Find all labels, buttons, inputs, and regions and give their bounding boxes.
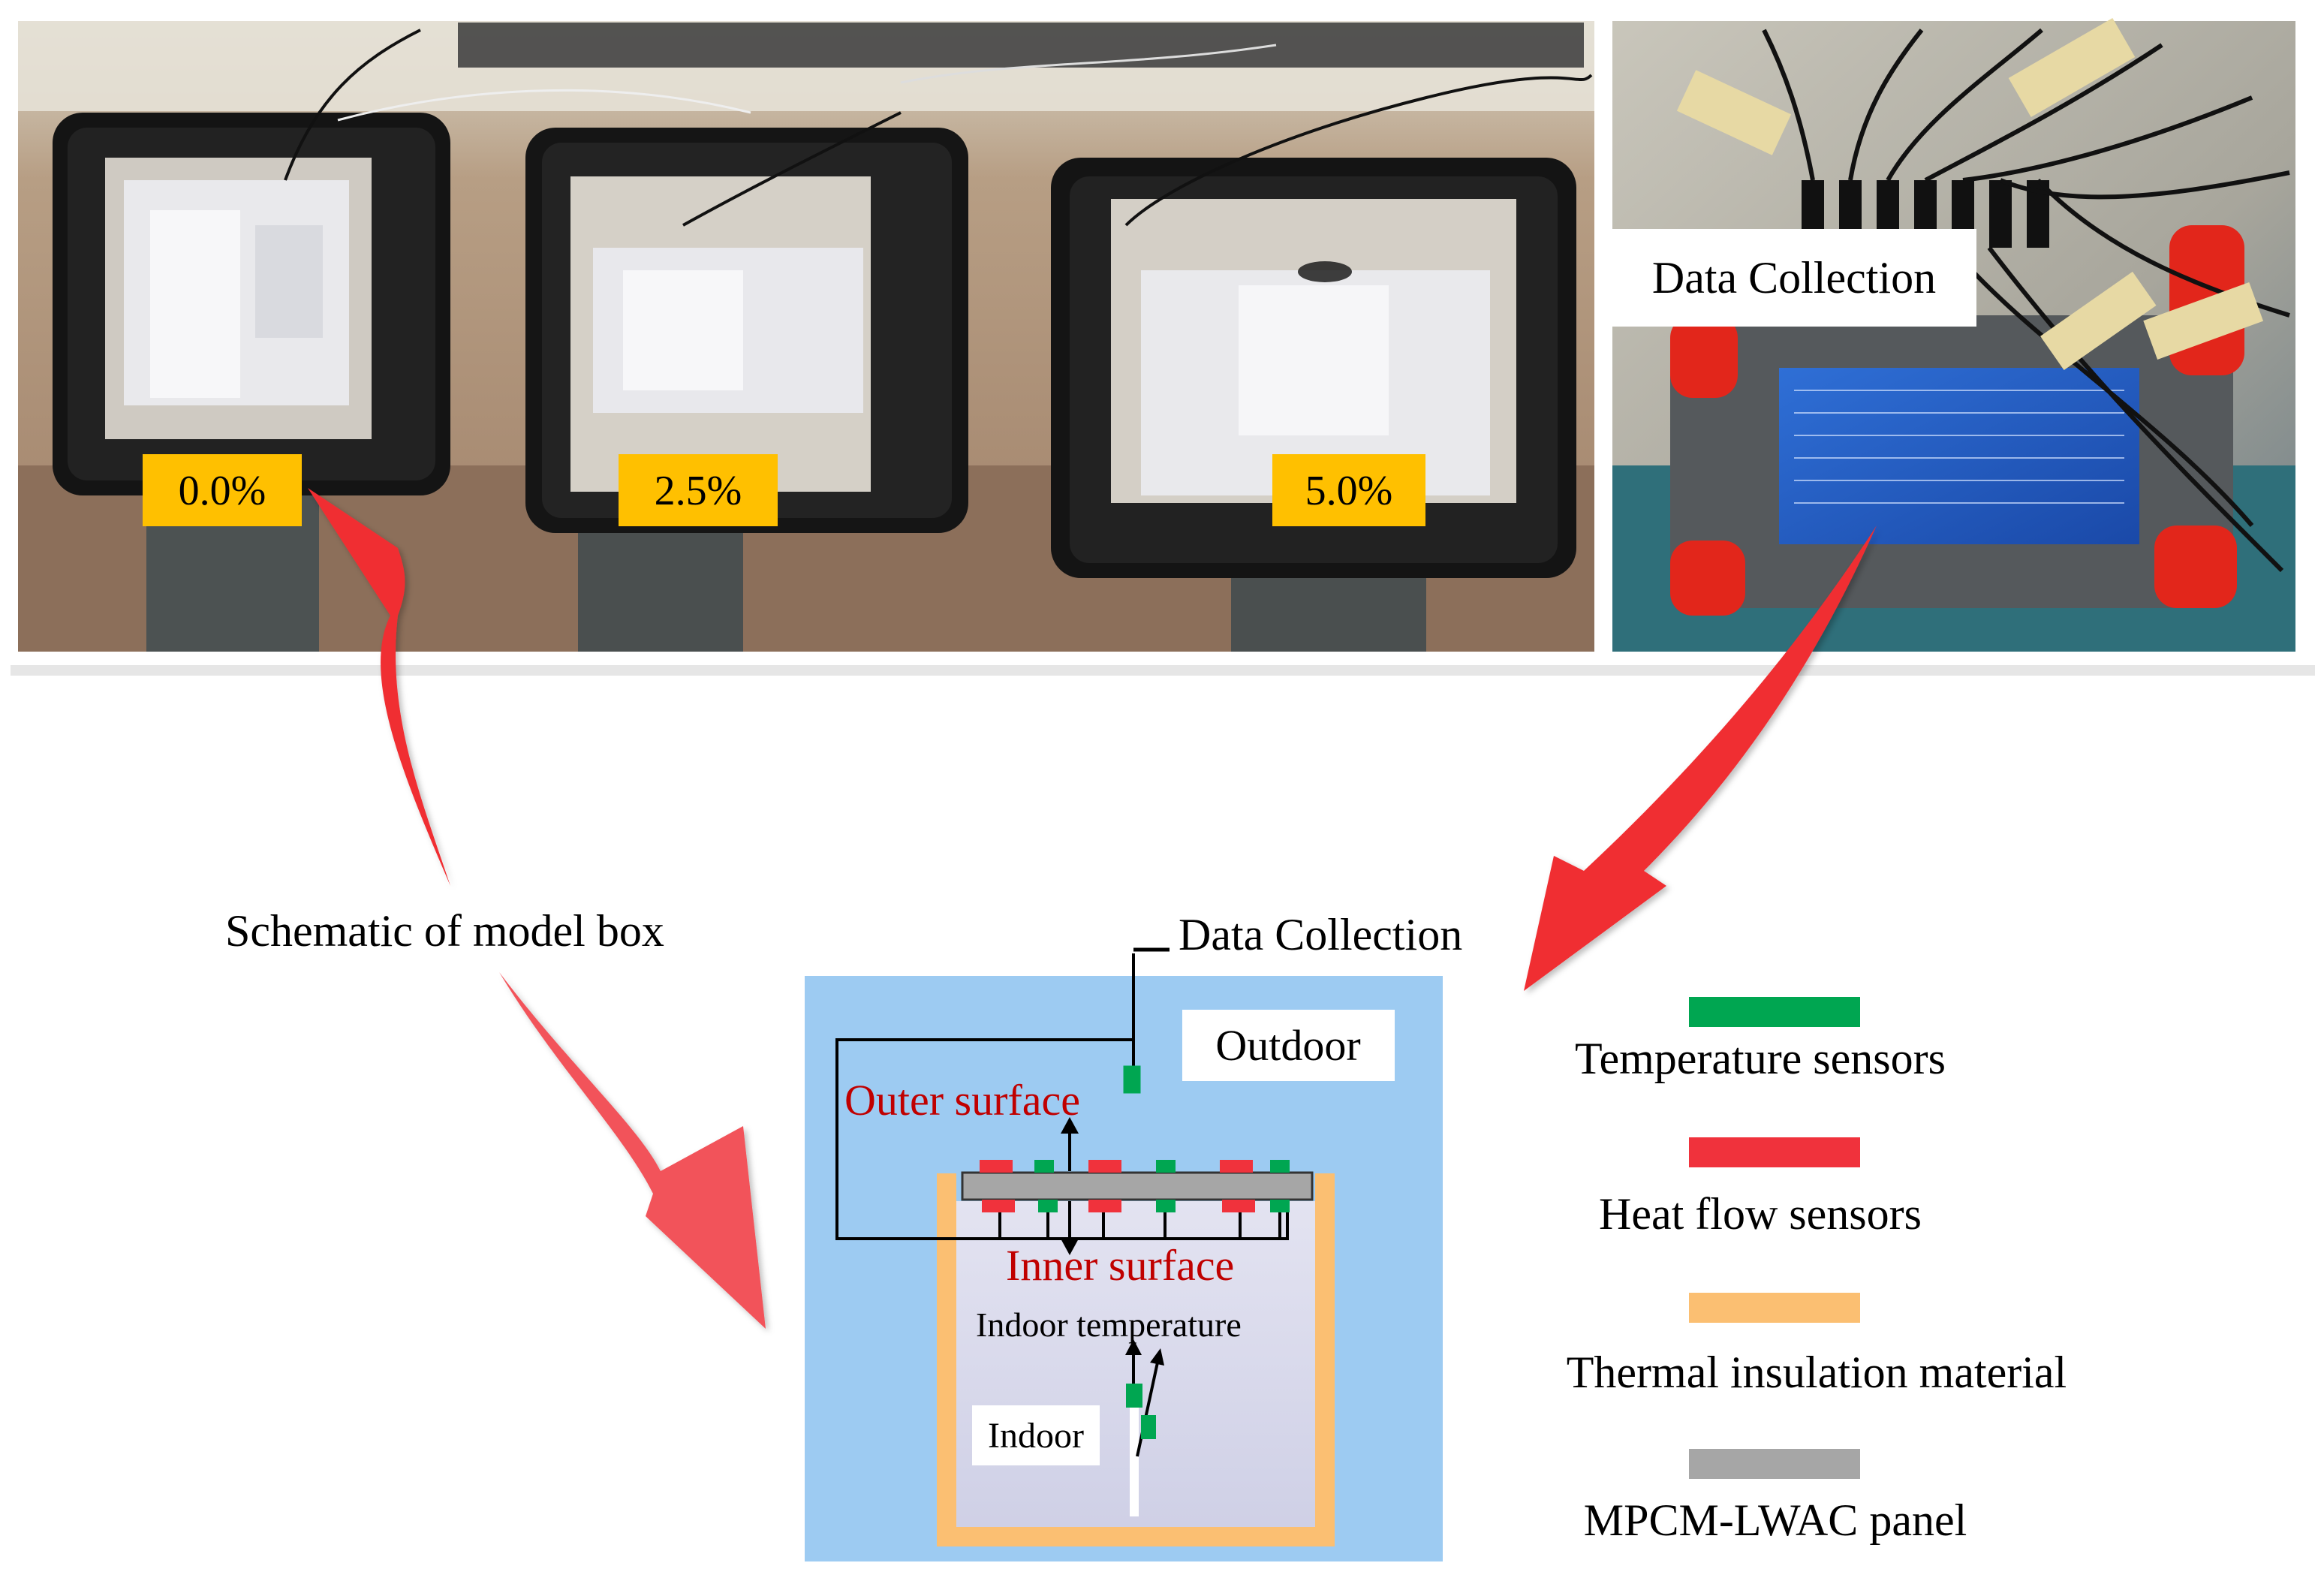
heat-flow-sensor <box>1088 1200 1121 1212</box>
temperature-sensor <box>1270 1160 1290 1173</box>
legend: Temperature sensors Heat flow sensors Th… <box>1567 997 2067 1545</box>
logger-tags <box>1676 18 2264 370</box>
percent-label-0-text: 0.0% <box>179 468 266 514</box>
temperature-sensor <box>1156 1160 1176 1173</box>
wire-2 <box>682 111 902 227</box>
indoor-temperature-label: Indoor temperature <box>976 1305 1242 1344</box>
photo-strip: 0.0% 2.5% 5.0% Data Collection <box>11 18 2315 676</box>
legend-label: MPCM-LWAC panel <box>1584 1495 1967 1545</box>
legend-label: Temperature sensors <box>1575 1034 1946 1083</box>
indoor-temperature-sensor-1 <box>1126 1384 1142 1408</box>
temperature-sensor <box>1270 1200 1290 1212</box>
percent-label-0: 0.0% <box>143 454 302 526</box>
heat-flow-sensor <box>1220 1160 1253 1173</box>
indoor-sensor-arrows <box>1125 1339 1164 1457</box>
data-logger-photo <box>1612 18 2295 652</box>
wire-1 <box>284 29 421 181</box>
outdoor-label-box <box>1182 1010 1395 1081</box>
model-box-1 <box>525 128 968 533</box>
panel-bottom-sensors <box>982 1200 1290 1212</box>
heat-flow-sensor <box>1088 1160 1121 1173</box>
legend-item-temperature-sensors: Temperature sensors <box>1575 997 1946 1083</box>
callout-arrows <box>308 488 1877 1329</box>
photo-strip-shadow <box>11 665 2315 676</box>
outer-temperature-sensor <box>1123 1065 1141 1094</box>
mpcm-lwac-panel <box>961 1171 1314 1201</box>
legend-swatch <box>1689 1137 1860 1167</box>
wire-3 <box>1124 74 1593 227</box>
indoor-label: Indoor <box>988 1416 1084 1456</box>
legend-item-heat-flow-sensors: Heat flow sensors <box>1599 1137 1922 1239</box>
model-boxes-photo <box>18 21 1594 652</box>
heat-flow-sensor <box>1222 1200 1255 1212</box>
indoor-label-box <box>972 1405 1100 1465</box>
heat-flux-arrows <box>1061 1117 1079 1255</box>
model-box-0 <box>53 113 450 495</box>
schematic: Outdoor Outer surface Inner surface Indo… <box>805 947 1443 1561</box>
sensor-wiring-loop <box>835 953 1289 1240</box>
outer-surface-label: Outer surface <box>844 1076 1080 1125</box>
logger-label: Data Collection <box>1612 229 1976 327</box>
outdoor-label: Outdoor <box>1215 1021 1360 1070</box>
panel-top-sensors <box>980 1160 1290 1173</box>
logger-screen-rows <box>1794 390 2124 504</box>
model-box-2 <box>1051 158 1576 578</box>
logger-corner-bl <box>1670 541 1745 616</box>
legend-swatch <box>1689 997 1860 1027</box>
logger-screen <box>1779 368 2139 544</box>
percent-label-2: 5.0% <box>1272 454 1425 526</box>
logger-corner-tl <box>1670 315 1738 398</box>
schematic-title: Schematic of model box <box>225 906 664 956</box>
arrow-title-to-schematic <box>499 972 766 1329</box>
logger-label-text: Data Collection <box>1652 253 1936 303</box>
percent-label-1-text: 2.5% <box>655 468 742 514</box>
temperature-sensor <box>1156 1200 1176 1212</box>
wire-4 <box>337 89 751 122</box>
temperature-sensor <box>1034 1160 1054 1173</box>
arrow-logger-to-datacollection <box>1524 526 1877 991</box>
indoor-temperature-sensor-2 <box>1141 1415 1156 1439</box>
percent-label-2-text: 5.0% <box>1305 468 1393 514</box>
legend-swatch <box>1689 1293 1860 1323</box>
legend-label: Thermal insulation material <box>1567 1348 2067 1397</box>
heat-flow-sensor <box>982 1200 1015 1212</box>
inner-surface-label: Inner surface <box>1006 1241 1234 1290</box>
logger-corner-br <box>2154 526 2237 608</box>
logger-cables <box>1762 28 2290 573</box>
legend-item-thermal-insulation: Thermal insulation material <box>1567 1293 2067 1397</box>
heat-flow-sensor <box>980 1160 1013 1173</box>
photo-beam <box>458 23 1584 68</box>
legend-label: Heat flow sensors <box>1599 1189 1922 1239</box>
wire-5 <box>900 44 1277 84</box>
indoor-sensor-stand <box>1130 1404 1139 1516</box>
arrow-schematic-to-photo <box>308 488 450 886</box>
percent-label-1: 2.5% <box>619 454 778 526</box>
data-collection-caption: Data Collection <box>1179 910 1462 959</box>
legend-swatch <box>1689 1449 1860 1479</box>
temperature-sensor <box>1038 1200 1058 1212</box>
legend-item-mpcm-lwac-panel: MPCM-LWAC panel <box>1584 1449 1967 1545</box>
